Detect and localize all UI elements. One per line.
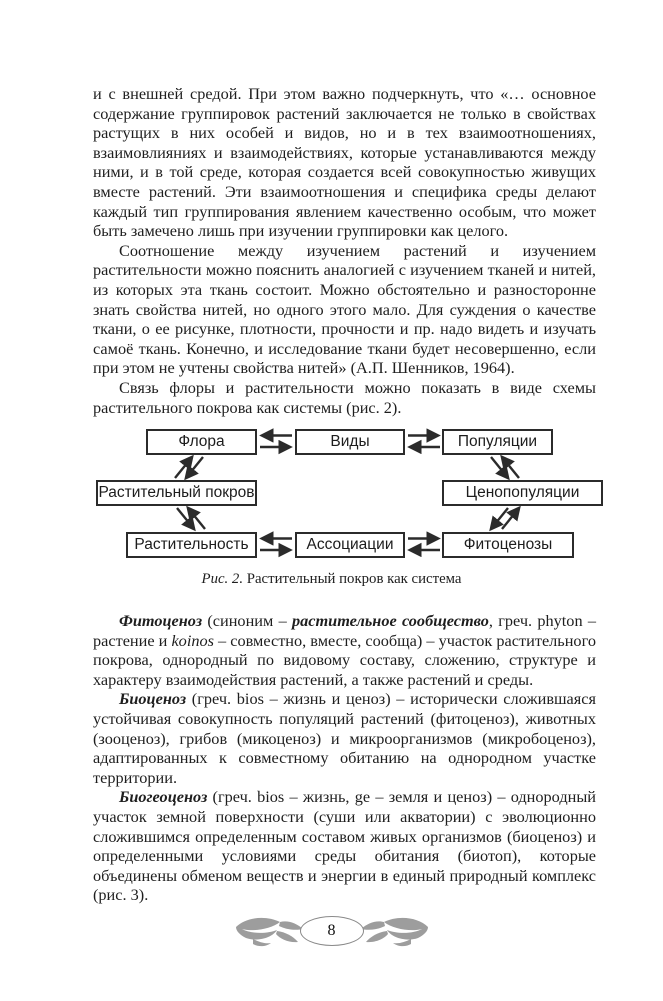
diagram-box-tsenopopulyatsii: Ценопопуляции: [442, 480, 603, 506]
paragraph: Связь флоры и растительности можно показ…: [93, 377, 596, 417]
paragraph: Биоценоз (греч. bios – жизнь и ценоз) – …: [93, 689, 596, 787]
diagram-box-fitotsenozy: Фитоценозы: [442, 532, 574, 558]
paragraph: Биогеоценоз (греч. bios – жизнь, ge – зе…: [93, 787, 596, 905]
diagram-box-rastitelny-pokrov: Растительный покров: [96, 480, 257, 506]
diagram-box-assotsiatsii: Ассоциации: [295, 532, 405, 558]
paragraph: Соотношение между изучением растений и и…: [93, 240, 596, 378]
diagram-box-flora: Флора: [146, 429, 257, 455]
figure-caption: Рис. 2. Растительный покров как система: [201, 571, 462, 587]
text-block-lower: Фитоценоз (синоним – растительное сообще…: [93, 611, 596, 905]
diagram-box-populyatsii: Популяции: [442, 429, 553, 455]
flourish-right-icon: [360, 917, 428, 947]
page-number: 8: [327, 922, 336, 939]
figure-diagram: Флора Виды Популяции Растительный покров…: [88, 423, 613, 563]
page-footer: 8: [0, 913, 663, 949]
paragraph: Фитоценоз (синоним – растительное сообще…: [93, 611, 597, 689]
diagram-box-vidy: Виды: [295, 429, 405, 455]
paragraph: и с внешней средой. При этом важно подче…: [93, 84, 596, 241]
text-block-upper: и с внешней средой. При этом важно подче…: [93, 84, 596, 417]
page-number-badge: 8: [299, 916, 364, 946]
flourish-left-icon: [235, 917, 303, 947]
diagram-arrows: [174, 428, 521, 558]
diagram-box-rastitelnost: Растительность: [126, 532, 257, 558]
